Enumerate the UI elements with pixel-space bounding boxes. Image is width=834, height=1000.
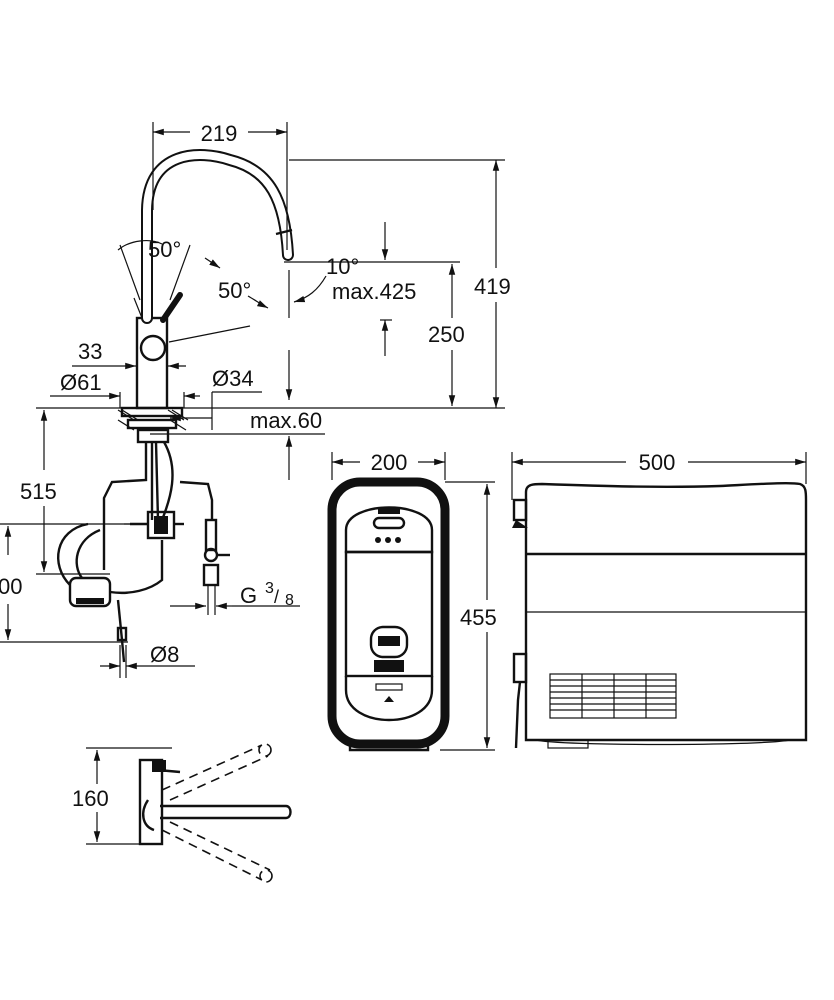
faucet-top-view: 160 [72, 743, 292, 883]
unit-front-view: 200 455 [327, 450, 497, 752]
thread-num: 3 [265, 580, 274, 597]
dim-455: 455 [460, 605, 497, 630]
dia-8: Ø8 [150, 642, 179, 667]
unit-side-view: 500 [511, 450, 808, 749]
max-425: max.425 [332, 279, 416, 304]
faucet-side-view: 219 50° 50° 10° max.425 419 250 33 [0, 121, 511, 678]
dim-515: 515 [20, 479, 57, 504]
max-60: max.60 [250, 408, 322, 433]
unit-side-housing [524, 481, 808, 742]
dim-33: 33 [78, 339, 102, 364]
dia-34: Ø34 [212, 366, 254, 391]
unit-front-panel [344, 506, 434, 554]
thread-den: 8 [285, 592, 294, 609]
thread-g: G [240, 583, 257, 608]
dim-00: 00 [0, 574, 22, 599]
dim-160: 160 [72, 786, 109, 811]
angle-left: 50° [148, 237, 181, 262]
hose-right [179, 480, 214, 520]
thread-slash: / [274, 587, 279, 607]
dim-219: 219 [201, 121, 238, 146]
faucet-lever [160, 292, 183, 323]
angle-spout: 10° [326, 254, 359, 279]
dim-250: 250 [428, 322, 465, 347]
angle-right: 50° [218, 278, 251, 303]
dia-61: Ø61 [60, 370, 102, 395]
faucet-body [135, 316, 169, 410]
dim-200: 200 [371, 450, 408, 475]
dim-419: 419 [474, 274, 511, 299]
hose-left [102, 442, 148, 570]
unit-display [369, 625, 409, 659]
unit-front-housing [327, 477, 450, 749]
faucet-handle-knob [139, 334, 167, 362]
unit-vents [549, 673, 677, 719]
dim-500: 500 [639, 450, 676, 475]
